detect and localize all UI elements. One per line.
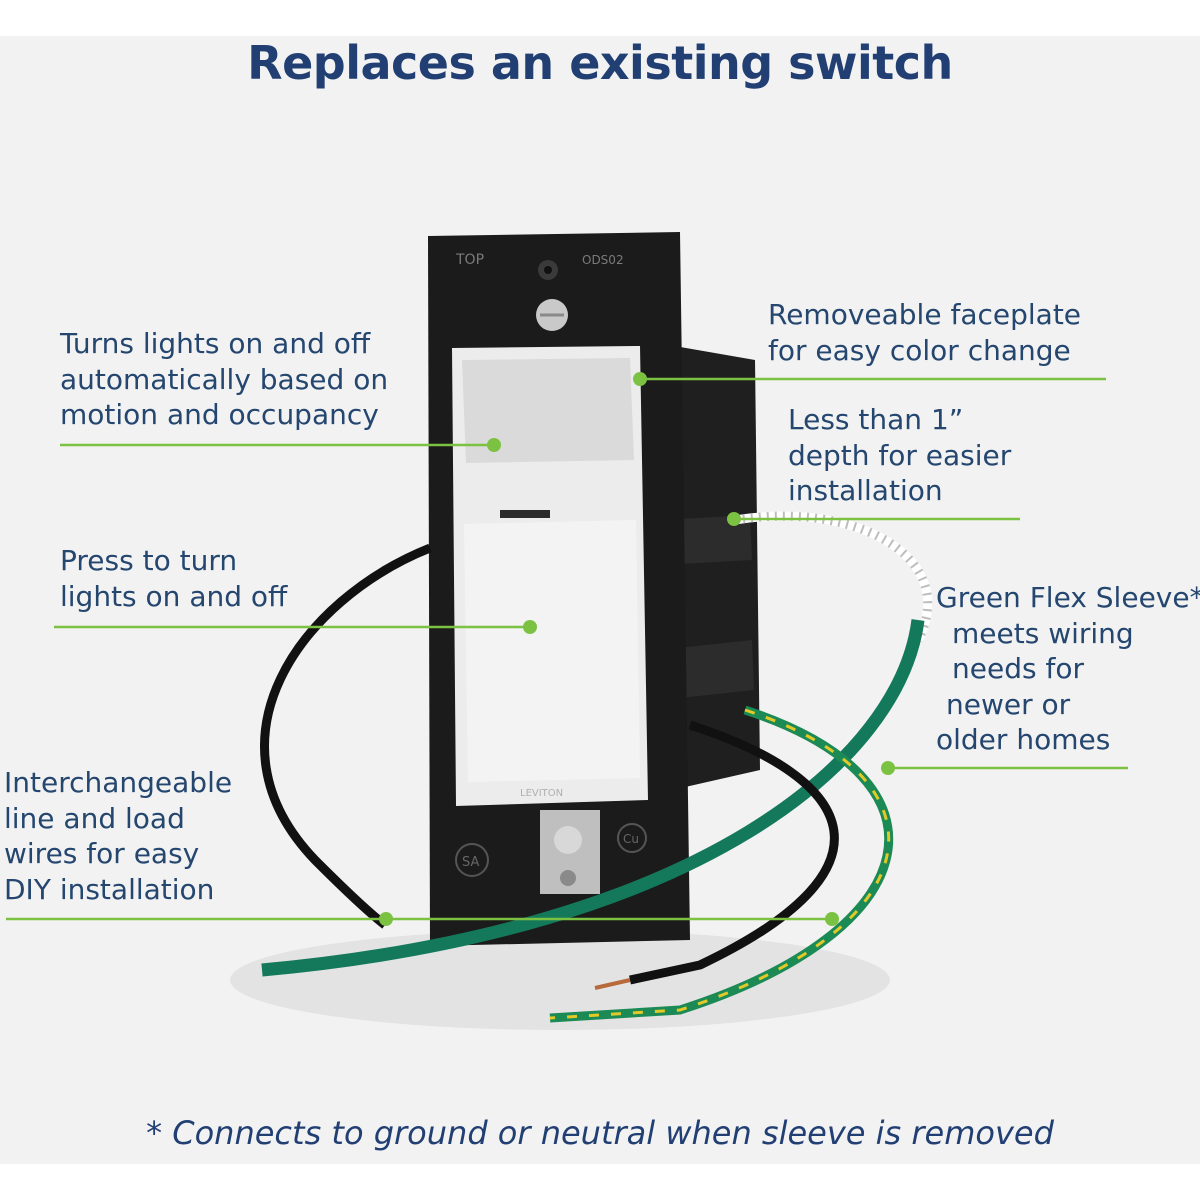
led-indicator <box>500 510 550 518</box>
callout-line: Green Flex Sleeve* <box>936 581 1200 614</box>
load-wire <box>629 720 839 985</box>
push-button <box>464 520 640 782</box>
callout-line: Removeable faceplate <box>768 298 1082 331</box>
callout-press: Press to turn lights on and off <box>60 543 287 614</box>
footnote: * Connects to ground or neutral when sle… <box>146 1114 1054 1152</box>
callout-line: Press to turn <box>60 544 238 577</box>
line-wire <box>260 543 432 929</box>
callout-line: wires for easy <box>4 837 200 870</box>
model-marking: ODS02 <box>582 253 624 267</box>
callout-line: automatically based on <box>60 362 389 396</box>
callout-line: lights on and off <box>60 579 288 613</box>
callout-line: motion and occupancy <box>60 398 379 431</box>
callout-line: older homes <box>936 723 1111 756</box>
cu-mark: Cu <box>623 832 639 846</box>
callout-line: newer or <box>946 687 1071 721</box>
callout-line: installation <box>788 474 943 507</box>
csa-mark: SA <box>462 855 479 870</box>
callout-depth: Less than 1” depth for easier installati… <box>788 402 1011 509</box>
callout-faceplate: Removeable faceplate for easy color chan… <box>768 297 1081 368</box>
callout-line: DIY installation <box>4 872 215 906</box>
page-title: Replaces an existing switch <box>247 36 953 90</box>
callout-line: depth for easier <box>788 438 1012 472</box>
sensor-lens <box>462 358 634 463</box>
callout-line: Turns lights on and off <box>60 327 371 360</box>
callout-line: for easy color change <box>768 333 1071 367</box>
green-flex-sleeve <box>261 619 925 977</box>
callout-line: Less than 1” <box>788 403 964 436</box>
leader-dots <box>379 372 895 926</box>
callout-wires: Interchangeable line and load wires for … <box>4 765 232 907</box>
callout-line: Interchangeable <box>4 766 233 799</box>
callout-line: line and load <box>4 801 185 835</box>
leader-lines <box>6 377 1128 921</box>
callout-motion: Turns lights on and off automatically ba… <box>60 326 388 433</box>
brand-marking: LEVITON <box>520 788 563 799</box>
callout-line: meets wiring <box>952 616 1134 650</box>
callout-sleeve: Green Flex Sleeve* meets wiring needs fo… <box>936 580 1200 758</box>
callout-line: needs for <box>952 652 1084 685</box>
top-marking: TOP <box>455 252 484 268</box>
